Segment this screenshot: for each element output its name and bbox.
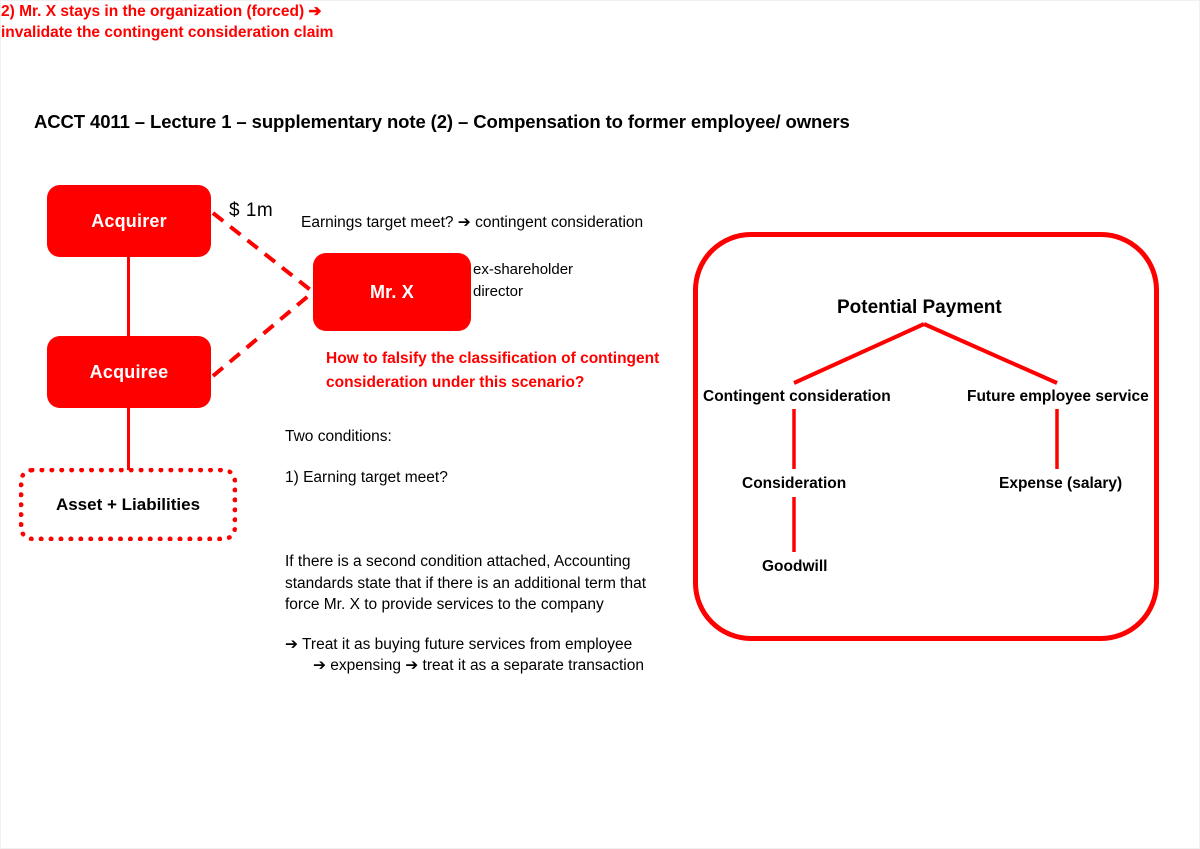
tree-node-consideration: Consideration <box>742 475 847 492</box>
acquirer-box: Acquirer <box>47 185 211 257</box>
asset-liabilities-box: Asset + Liabilities <box>19 468 237 541</box>
condition-2-text: 2) Mr. X stays in the organization (forc… <box>1 3 334 41</box>
condition-1-text: 1) Earning target meet? <box>285 469 448 486</box>
mr-x-role-line-2: director <box>473 283 524 300</box>
conclusion-line-2: ➔ expensing ➔ treat it as a separate tra… <box>313 657 644 674</box>
two-conditions-heading: Two conditions: <box>285 428 392 445</box>
asset-liabilities-label: Asset + Liabilities <box>55 494 201 514</box>
falsify-question-text: How to falsify the classification of con… <box>326 350 660 391</box>
explanation-paragraph: If there is a second condition attached,… <box>285 553 647 613</box>
tree-node-future-employee-service: Future employee service <box>967 388 1149 405</box>
tree-node-expense-salary: Expense (salary) <box>999 475 1123 492</box>
tree-node-potential-payment: Potential Payment <box>837 297 1002 318</box>
potential-payment-panel <box>693 232 1159 641</box>
mr-x-role-note: ex-shareholder director <box>473 259 573 303</box>
mr-x-label: Mr. X <box>369 281 414 302</box>
earnings-target-note: Earnings target meet? ➔ contingent consi… <box>301 214 644 231</box>
connector-acquirer-acquiree <box>127 257 130 337</box>
dashed-line-acquirer-to-mrx <box>211 211 315 294</box>
acquiree-label: Acquiree <box>89 361 169 382</box>
connector-acquiree-assets <box>127 408 130 470</box>
dashed-line-acquiree-to-mrx <box>211 290 315 378</box>
tree-node-goodwill: Goodwill <box>762 558 828 575</box>
mr-x-role-line-1: ex-shareholder <box>473 261 574 278</box>
acquiree-box: Acquiree <box>47 336 211 408</box>
conclusion-line-1: ➔ Treat it as buying future services fro… <box>285 636 633 653</box>
acquirer-label: Acquirer <box>91 210 167 231</box>
page-title: ACCT 4011 – Lecture 1 – supplementary no… <box>34 111 850 132</box>
tree-node-contingent-consideration: Contingent consideration <box>703 388 891 405</box>
payment-amount-label: $ 1m <box>229 200 274 221</box>
mr-x-box: Mr. X <box>313 253 471 331</box>
